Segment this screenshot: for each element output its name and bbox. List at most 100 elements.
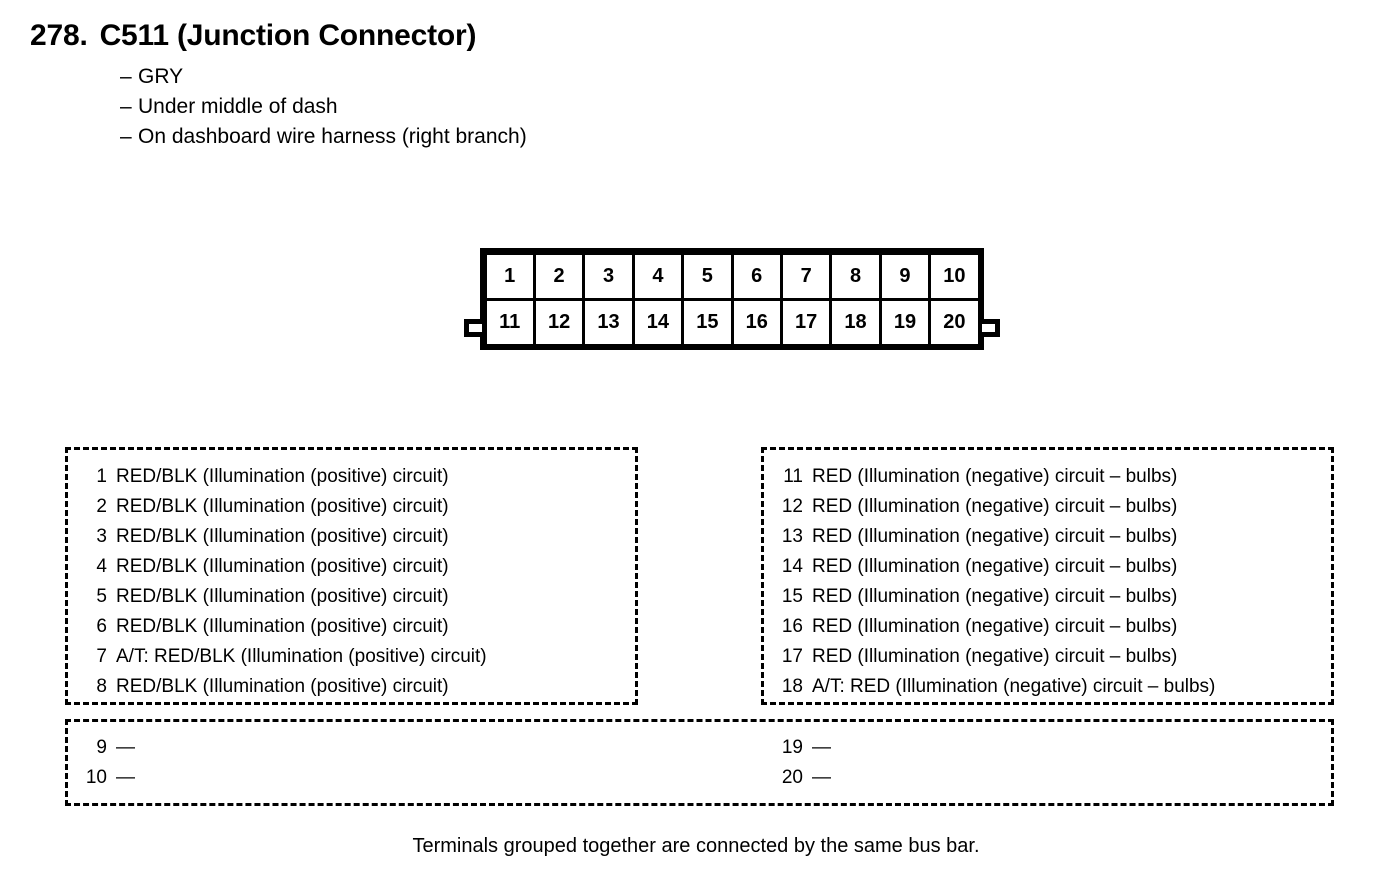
pin-list-bottom-right: 19 — 20 — — [764, 733, 1331, 793]
pin-entry-number: 14 — [781, 556, 803, 577]
pin-entry-number: 15 — [781, 586, 803, 607]
pin-cell-1[interactable]: 1 — [483, 251, 536, 301]
pin-cell-14[interactable]: 14 — [631, 297, 685, 347]
pin-cell-9[interactable]: 9 — [878, 251, 932, 301]
pin-entry: 3 RED/BLK (Illumination (positive) circui… — [68, 522, 635, 552]
bullet-dash-icon: – — [120, 125, 132, 148]
pin-cell-15[interactable]: 15 — [681, 297, 734, 347]
bottom-group-columns: 9—10— 19—20— — [68, 722, 1331, 793]
page-title-text: C511 (Junction Connector) — [99, 19, 477, 52]
bottom-group-column-left: 9—10— — [68, 733, 764, 793]
pin-entry: 11 RED (Illumination (negative) circuit –… — [764, 462, 1331, 492]
pin-entry-number: 11 — [783, 466, 803, 487]
pin-entry: 7 A/T: RED/BLK (Illumination (positive) c… — [68, 642, 635, 672]
pin-entry-number: 16 — [781, 616, 803, 637]
pin-entry-number: 20 — [781, 767, 803, 788]
pin-cell-20[interactable]: 20 — [928, 297, 981, 347]
bullet-dash-icon: – — [120, 95, 132, 118]
pin-entry-description: RED/BLK (Illumination (positive) circuit… — [116, 556, 449, 577]
pin-entry-description: — — [116, 767, 135, 788]
page-title-number: 278. — [30, 19, 88, 52]
pin-entry-description: RED (Illumination (negative) circuit – b… — [812, 646, 1178, 667]
pin-entry-description: A/T: RED (Illumination (negative) circui… — [812, 676, 1216, 697]
pin-cell-19[interactable]: 19 — [878, 297, 932, 347]
pin-cell-16[interactable]: 16 — [730, 297, 783, 347]
pin-entry-number: 7 — [96, 646, 107, 667]
pin-entry: 13 RED (Illumination (negative) circuit –… — [764, 522, 1331, 552]
pin-cell-8[interactable]: 8 — [829, 251, 882, 301]
pin-entry-description: RED (Illumination (negative) circuit – b… — [812, 556, 1178, 577]
pin-cell-6[interactable]: 6 — [730, 251, 783, 301]
pin-cell-13[interactable]: 13 — [582, 297, 635, 347]
connector-attribute-label: On dashboard wire harness (right branch) — [138, 125, 527, 148]
pin-entry-description: A/T: RED/BLK (Illumination (positive) ci… — [116, 646, 487, 667]
pin-entry: 1 RED/BLK (Illumination (positive) circui… — [68, 462, 635, 492]
pin-cell-5[interactable]: 5 — [681, 251, 734, 301]
pin-cell-12[interactable]: 12 — [532, 297, 586, 347]
pin-entry-number: 5 — [96, 586, 107, 607]
pin-entry-number: 17 — [781, 646, 803, 667]
pin-entry: 15 RED (Illumination (negative) circuit –… — [764, 582, 1331, 612]
pin-cell-10[interactable]: 10 — [928, 251, 981, 301]
pin-entry-number: 4 — [96, 556, 107, 577]
pin-entry-number: 10 — [85, 767, 107, 788]
connector-tab-left-icon — [464, 319, 482, 337]
pin-entry-description: RED/BLK (Illumination (positive) circuit… — [116, 586, 449, 607]
pin-entry: 20 — — [764, 763, 1331, 793]
pin-entry-number: 13 — [781, 526, 803, 547]
pin-entry-number: 18 — [781, 676, 803, 697]
pin-entry-description: — — [812, 737, 831, 758]
pin-entry-description: RED/BLK (Illumination (positive) circuit… — [116, 496, 449, 517]
pin-entry: 17 RED (Illumination (negative) circuit –… — [764, 642, 1331, 672]
header: 278.C511 (Junction Connector) –GRY–Under… — [30, 18, 930, 152]
pin-entry: 19 — — [764, 733, 1331, 763]
pin-entry-description: RED/BLK (Illumination (positive) circuit… — [116, 466, 449, 487]
bullet-dash-icon: – — [120, 65, 132, 88]
pin-cell-17[interactable]: 17 — [779, 297, 833, 347]
pin-cell-7[interactable]: 7 — [779, 251, 833, 301]
page-title: 278. C511 (Junction Connector) — [30, 18, 930, 54]
pin-cell-3[interactable]: 3 — [582, 251, 635, 301]
pin-entry: 5 RED/BLK (Illumination (positive) circui… — [68, 582, 635, 612]
pin-entry-number: 2 — [96, 496, 107, 517]
pin-entry: 14 RED (Illumination (negative) circuit –… — [764, 552, 1331, 582]
pin-list-bottom-left: 9—10— — [68, 733, 764, 793]
pin-entry: 4 RED/BLK (Illumination (positive) circui… — [68, 552, 635, 582]
pin-entry: 16 RED (Illumination (negative) circuit –… — [764, 612, 1331, 642]
pin-entry-description: RED/BLK (Illumination (positive) circuit… — [116, 526, 449, 547]
pin-entry-number: 3 — [96, 526, 107, 547]
pin-entry-description: — — [116, 737, 135, 758]
pin-entry-number: 9 — [96, 737, 107, 758]
pin-entry: 9— — [68, 733, 764, 763]
connector-attribute-item: –GRY — [120, 62, 930, 92]
pin-entry-description: RED (Illumination (negative) circuit – b… — [812, 496, 1178, 517]
connector-attribute-label: GRY — [138, 65, 184, 88]
pin-cell-11[interactable]: 11 — [483, 297, 536, 347]
bus-bar-note: Terminals grouped together are connected… — [412, 835, 980, 857]
pin-cell-2[interactable]: 2 — [532, 251, 586, 301]
pin-entry-description: RED (Illumination (negative) circuit – b… — [812, 586, 1178, 607]
pin-entry-number: 19 — [781, 737, 803, 758]
pin-entry-number: 8 — [96, 676, 107, 697]
pin-entry-number: 1 — [96, 466, 107, 487]
terminal-group-bottom: 9—10— 19—20— — [65, 719, 1334, 806]
pin-entry-number: 6 — [96, 616, 107, 637]
pin-cell-4[interactable]: 4 — [631, 251, 685, 301]
pin-entry: 6 RED/BLK (Illumination (positive) circui… — [68, 612, 635, 642]
pin-entry-description: RED/BLK (Illumination (positive) circuit… — [116, 616, 449, 637]
pin-entry-description: RED (Illumination (negative) circuit – b… — [812, 466, 1178, 487]
connector-attribute-label: Under middle of dash — [138, 95, 338, 118]
pin-cell-18[interactable]: 18 — [829, 297, 882, 347]
pin-entry: 10 — — [68, 763, 764, 793]
pin-entry: 2 RED/BLK (Illumination (positive) circui… — [68, 492, 635, 522]
pin-entry: 18 A/T: RED (Illumination (negative) circ… — [764, 672, 1331, 702]
pin-entry-description: — — [812, 767, 831, 788]
pin-entry-description: RED (Illumination (negative) circuit – b… — [812, 526, 1178, 547]
pin-entry-description: RED (Illumination (negative) circuit – b… — [812, 616, 1178, 637]
